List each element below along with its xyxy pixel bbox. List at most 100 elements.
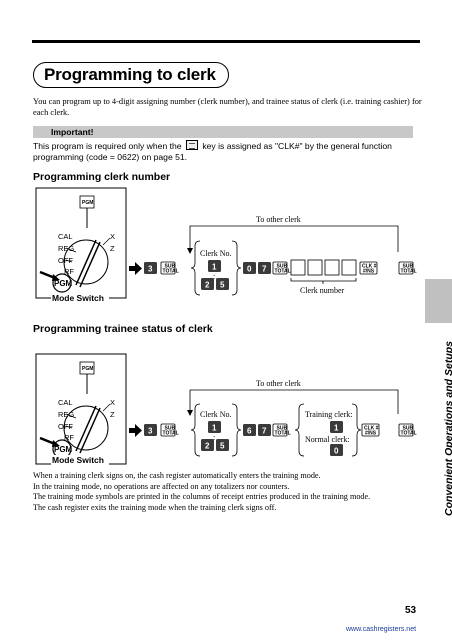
note-line: When a training clerk signs on, the cash… xyxy=(33,471,321,480)
section2-pos-x: X xyxy=(110,398,115,407)
section2-loop-line xyxy=(189,389,399,414)
section1-pos-pgm: PGM xyxy=(54,279,73,288)
section1-pos-reg: REG xyxy=(58,244,74,253)
section1-pos-cal: CAL xyxy=(58,232,73,241)
svg-text:0: 0 xyxy=(334,447,339,456)
section2-training-key: 1 xyxy=(330,421,343,433)
section1-pos-off: OFF xyxy=(58,256,73,265)
important-text-before: This program is required only when the xyxy=(33,141,182,151)
section1-subtotal-key-2: SUB TOTAL xyxy=(272,261,291,275)
section2-to-other-clerk: To other clerk xyxy=(256,379,301,388)
section2-training-clerk-label: Training clerk: xyxy=(305,410,352,419)
section2-pos-cal: CAL xyxy=(58,398,73,407)
section1-clerk-number-boxes xyxy=(290,259,357,284)
section1-key-1: 1 xyxy=(208,260,221,272)
section1-pos-x: X xyxy=(110,232,115,241)
section1-pos-rf: RF xyxy=(64,267,74,276)
section2-pos-pgm: PGM xyxy=(54,445,73,454)
section2-key-6: 6 xyxy=(243,424,256,436)
section1-pos-z: Z xyxy=(110,244,115,253)
section1-dots: : xyxy=(213,272,215,281)
section2-mode-switch: PGM CAL REG OFF RF X Z PGM Mode Switch xyxy=(35,353,127,465)
svg-text:TOTAL: TOTAL xyxy=(275,431,291,437)
svg-text:TOTAL: TOTAL xyxy=(275,269,291,275)
svg-text:#/NS: #/NS xyxy=(365,431,377,437)
svg-text:SUB: SUB xyxy=(165,426,176,432)
section1-to-other-clerk: To other clerk xyxy=(256,215,301,224)
svg-text:0: 0 xyxy=(247,265,252,274)
svg-text:TOTAL: TOTAL xyxy=(163,431,179,437)
section2-pos-rf: RF xyxy=(64,433,74,442)
section2-subtotal-key-2: SUB TOTAL xyxy=(272,423,291,437)
section2-switch-caption: Mode Switch xyxy=(52,455,104,465)
side-tab-marker xyxy=(425,279,452,323)
section1-clerk-no-label: Clerk No. xyxy=(200,249,232,258)
note-line: The cash register exits the training mod… xyxy=(33,502,277,512)
intro-paragraph: You can program up to 4-digit assigning … xyxy=(33,97,422,117)
section1-loop-line xyxy=(189,225,399,252)
section2-pos-z: Z xyxy=(110,410,115,419)
svg-text:SUB: SUB xyxy=(277,426,288,432)
svg-text:SUB: SUB xyxy=(403,264,414,270)
svg-text:3: 3 xyxy=(148,427,153,436)
svg-text:#/NS: #/NS xyxy=(363,269,375,275)
side-chapter-title: Convenient Operations and Setups xyxy=(443,340,452,516)
important-heading: Important! xyxy=(33,126,413,138)
top-rule xyxy=(32,40,420,43)
svg-text:2: 2 xyxy=(205,442,210,451)
svg-text:1: 1 xyxy=(212,424,217,433)
section2-heading: Programming trainee status of clerk xyxy=(33,323,213,335)
section2-arrow-icon xyxy=(129,424,142,437)
section1-arrow-icon xyxy=(129,262,142,275)
section1-switch-caption: Mode Switch xyxy=(52,293,104,303)
svg-text:3: 3 xyxy=(148,265,153,274)
section2-dots: : xyxy=(213,433,215,442)
svg-text:1: 1 xyxy=(212,263,217,272)
section2-pos-reg: REG xyxy=(58,410,74,419)
svg-text:7: 7 xyxy=(262,265,267,274)
note-line: The training mode symbols are printed in… xyxy=(33,492,371,502)
section2-clk-key: CLK # #/NS xyxy=(361,423,380,437)
section2-normal-key: 0 xyxy=(330,444,343,456)
svg-text:2: 2 xyxy=(205,281,210,290)
section1-key-3: 3 xyxy=(144,262,157,274)
svg-text:6: 6 xyxy=(247,427,252,436)
section1-subtotal-key-1: SUB TOTAL xyxy=(160,261,179,275)
svg-text:CLK #: CLK # xyxy=(364,426,379,432)
section2-subtotal-key-3: SUB TOTAL xyxy=(398,423,417,437)
section2-key-1: 1 xyxy=(208,421,221,433)
clerk-key-icon xyxy=(185,140,198,150)
page-number: 53 xyxy=(405,605,417,616)
section2-key-5: 5 xyxy=(216,439,229,451)
section1-mode-switch: PGM CAL REG OFF RF X Z PGM Mode Switch xyxy=(35,187,127,303)
section2-clerk-no-label: Clerk No. xyxy=(200,410,232,419)
svg-text:SUB: SUB xyxy=(277,264,288,270)
section1-subtotal-key-3: SUB TOTAL xyxy=(398,261,417,275)
section2-normal-clerk-label: Normal clerk: xyxy=(305,435,350,444)
page-title: Programming to clerk xyxy=(33,62,229,88)
svg-text:TOTAL: TOTAL xyxy=(401,431,417,437)
svg-text:CLK #: CLK # xyxy=(362,264,377,270)
website-link[interactable]: www.cashregisters.net xyxy=(346,626,417,633)
section2-key-head-label: PGM xyxy=(82,366,93,372)
section2-pos-off: OFF xyxy=(58,422,73,431)
svg-text:TOTAL: TOTAL xyxy=(401,269,417,275)
section2-subtotal-key-1: SUB TOTAL xyxy=(160,423,179,437)
section1-key-7: 7 xyxy=(258,262,271,274)
page-title-text: Programming to clerk xyxy=(44,65,216,84)
section1-key-2: 2 xyxy=(201,278,214,290)
section1-key-0: 0 xyxy=(243,262,256,274)
svg-text:7: 7 xyxy=(262,427,267,436)
svg-text:5: 5 xyxy=(220,442,225,451)
section2-key-7: 7 xyxy=(258,424,271,436)
svg-text:TOTAL: TOTAL xyxy=(163,269,179,275)
section1-clerk-number-label: Clerk number xyxy=(300,286,345,295)
section1-key-5: 5 xyxy=(216,278,229,290)
svg-text:5: 5 xyxy=(220,281,225,290)
svg-text:1: 1 xyxy=(334,424,339,433)
svg-text:SUB: SUB xyxy=(403,426,414,432)
section2-key-2: 2 xyxy=(201,439,214,451)
svg-text:SUB: SUB xyxy=(165,264,176,270)
section1-key-head-label: PGM xyxy=(82,200,93,206)
